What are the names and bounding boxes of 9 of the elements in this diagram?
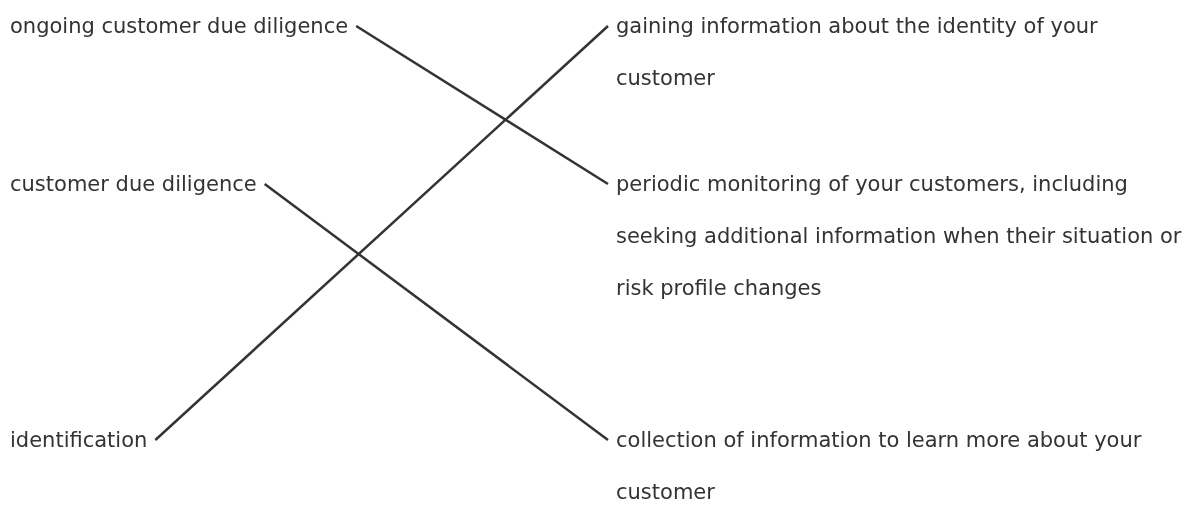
term-text: customer due diligence <box>10 158 265 210</box>
connector-line <box>355 24 609 186</box>
term-text: collection of information to learn more about your customer <box>608 414 1198 510</box>
connector-line <box>263 183 609 441</box>
connector-line <box>154 25 609 441</box>
term-text: periodic monitoring of your customers, including seeking additional information when their situation or risk profile changes <box>608 158 1198 314</box>
term-text: identification <box>10 414 156 466</box>
term-text: ongoing customer due diligence <box>10 0 357 52</box>
term-text: gaining information about the identity of your customer <box>608 0 1198 104</box>
